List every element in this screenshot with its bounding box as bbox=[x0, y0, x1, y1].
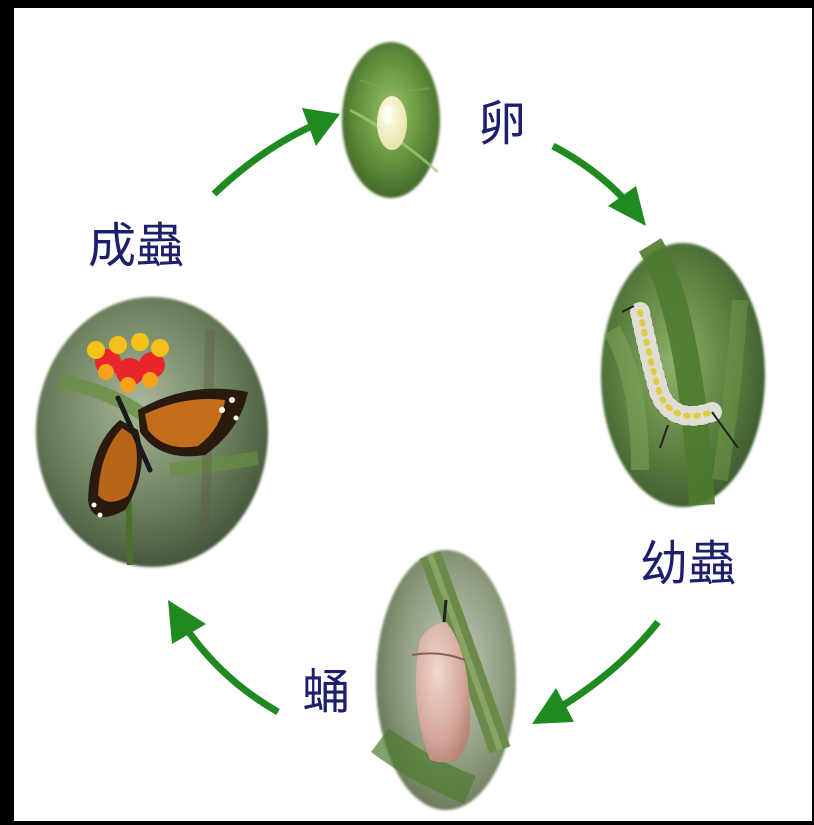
adult-label: 成蟲 bbox=[88, 222, 184, 270]
larva-label: 幼蟲 bbox=[640, 540, 736, 588]
egg-label: 卵 bbox=[478, 100, 526, 148]
egg-photo bbox=[342, 42, 440, 198]
pupa-photo bbox=[376, 550, 516, 810]
larva-photo bbox=[601, 243, 765, 507]
adult-photo bbox=[36, 297, 268, 567]
pupa-label: 蛹 bbox=[302, 668, 350, 716]
